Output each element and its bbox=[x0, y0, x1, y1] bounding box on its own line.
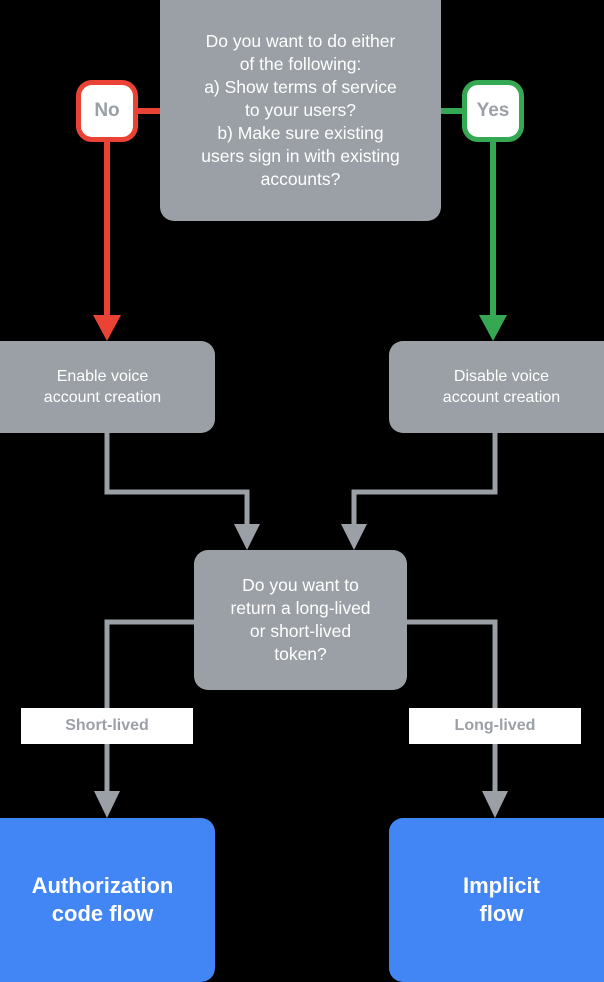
node-disable-voice-account-creation[interactable]: Disable voice account creation bbox=[389, 341, 604, 433]
badge-yes-label: Yes bbox=[476, 100, 510, 121]
arrowhead-yes-to-disable-voice bbox=[479, 315, 507, 341]
node-top-decision[interactable]: Do you want to do either of the followin… bbox=[160, 0, 441, 221]
arrowhead-disable-voice-to-token-decision bbox=[341, 524, 367, 550]
node-authorization-code-flow[interactable]: Authorization code flow bbox=[0, 818, 215, 982]
node-disable-voice-label: Disable voice account creation bbox=[442, 367, 561, 406]
node-enable-voice-account-creation[interactable]: Enable voice account creation bbox=[0, 341, 215, 433]
node-implicit-flow-label: Implicit flow bbox=[462, 872, 540, 926]
arrowhead-enable-voice-to-token-decision bbox=[234, 524, 260, 550]
badge-no[interactable]: No bbox=[76, 80, 138, 142]
edge-label-short-lived-text: Short-lived bbox=[65, 717, 149, 734]
edge-label-short-lived: Short-lived bbox=[21, 708, 193, 744]
arrowhead-no-to-enable-voice bbox=[93, 315, 121, 341]
badge-no-label: No bbox=[94, 100, 120, 121]
arrowhead-token-decision-to-auth-code-flow bbox=[94, 791, 120, 818]
edge-enable-voice-to-token-decision bbox=[104, 433, 250, 528]
node-token-decision-label: Do you want to return a long-lived or sh… bbox=[230, 574, 371, 665]
node-token-decision[interactable]: Do you want to return a long-lived or sh… bbox=[194, 550, 407, 690]
node-enable-voice-label: Enable voice account creation bbox=[43, 367, 162, 406]
node-authorization-code-flow-label: Authorization code flow bbox=[31, 872, 174, 926]
edge-label-long-lived: Long-lived bbox=[409, 708, 581, 744]
edge-disable-voice-to-token-decision bbox=[351, 433, 498, 528]
arrowhead-token-decision-to-implicit-flow bbox=[482, 791, 508, 818]
node-top-decision-label: Do you want to do either of the followin… bbox=[201, 30, 400, 190]
node-implicit-flow[interactable]: Implicit flow bbox=[389, 818, 604, 982]
badge-yes[interactable]: Yes bbox=[462, 80, 524, 142]
edge-label-long-lived-text: Long-lived bbox=[454, 717, 536, 734]
